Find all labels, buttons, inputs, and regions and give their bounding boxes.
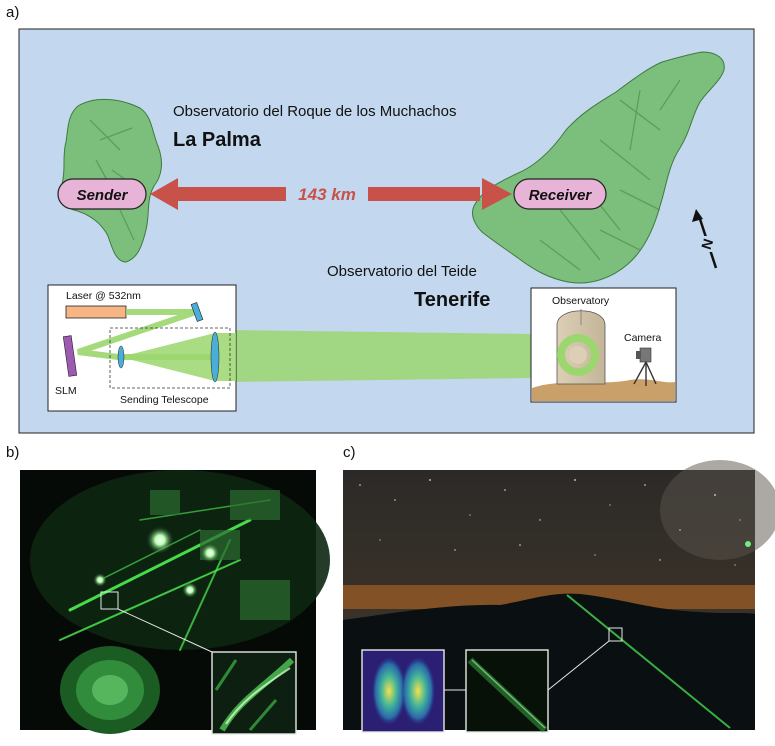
lab-photo-panel — [20, 470, 330, 735]
telescope-label: Sending Telescope — [120, 394, 209, 406]
panel-label-a: a) — [6, 4, 20, 21]
beam-mode-inset — [361, 649, 445, 733]
north-label: N — [698, 237, 716, 252]
small-lens — [117, 345, 125, 369]
laser-beam-streak — [566, 594, 731, 729]
observatory-label: Observatory — [552, 295, 610, 307]
camera-icon — [633, 347, 657, 386]
sending-setup-box: Laser @ 532nm SLM Sending Telescope — [47, 284, 237, 412]
lab-zoom-inset — [211, 651, 297, 735]
distance-label-bg — [286, 181, 368, 207]
receiver-badge — [513, 178, 607, 210]
tenerife-title: Tenerife — [414, 289, 490, 311]
camera-label: Camera — [624, 332, 662, 344]
sky-zoom-marker — [608, 627, 623, 642]
laser-source — [65, 305, 127, 319]
tenerife-island — [471, 51, 725, 284]
map-panel: Observatorio del Roque de los Muchachos … — [18, 28, 755, 434]
mountain-silhouette — [343, 593, 755, 730]
setup-expanding-beam — [120, 333, 236, 381]
mirror — [190, 302, 204, 322]
large-lens — [210, 331, 220, 383]
panel-label-b: b) — [6, 444, 20, 461]
transmission-beam — [130, 330, 560, 382]
received-beam-ring — [557, 334, 599, 376]
stars — [359, 479, 741, 566]
slm-label: SLM — [55, 385, 77, 397]
panel-label-c: c) — [343, 444, 356, 461]
sender-label: Sender — [77, 187, 129, 204]
receiver-box: Observatory Camera — [530, 287, 677, 403]
laser-label: Laser @ 532nm — [66, 290, 141, 302]
tenerife-observatory-title: Observatorio del Teide — [327, 263, 477, 280]
ground — [532, 379, 675, 401]
la-palma-title: La Palma — [173, 129, 262, 151]
lab-zoom-marker — [100, 591, 119, 610]
receiver-label: Receiver — [529, 187, 593, 204]
telescope-frame — [109, 327, 231, 389]
slm-device — [62, 335, 78, 377]
distance-label: 143 km — [298, 185, 356, 204]
north-arrow — [692, 209, 718, 269]
beam-zoom-inset — [465, 649, 549, 733]
la-palma-observatory-title: Observatorio del Roque de los Muchachos — [173, 103, 457, 120]
night-photo-panel — [343, 460, 775, 733]
sender-badge — [57, 178, 147, 210]
